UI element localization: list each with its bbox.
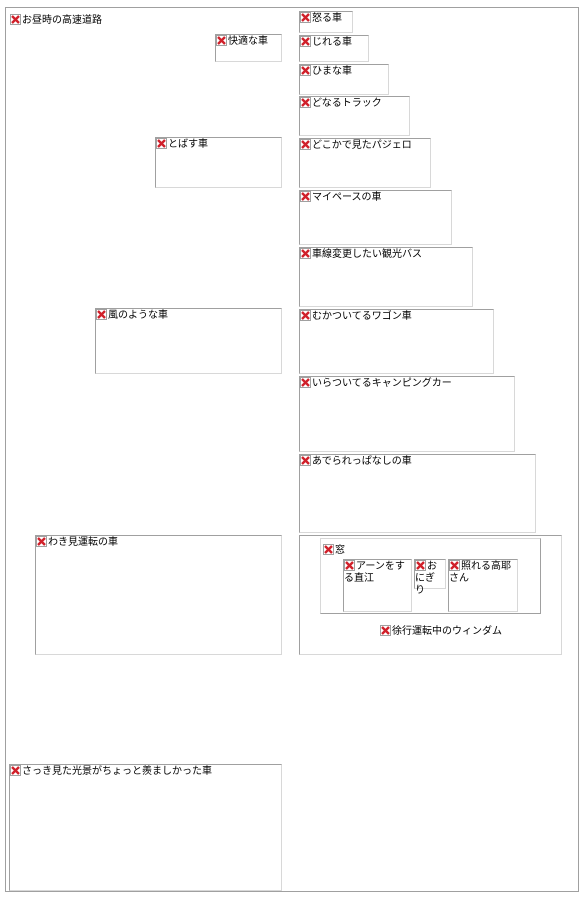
broken-image-icon [300,36,311,47]
broken-image-icon [449,560,460,571]
car-box-sakki: さっき見た光景がちょっと羨ましかった車 [9,764,282,891]
broken-image-icon [156,138,167,149]
broken-image-icon [300,377,311,388]
car-box-pajero: どこかで見たパジェロ [299,138,431,188]
car-box-tobasu: とばす車 [155,137,282,188]
person-box-naoe: アーンをする直江 [343,559,412,612]
car-box-kaiteki: 快適な車 [215,34,282,62]
broken-image-icon [380,625,391,636]
car-box-windom: 窓 アーンをする直江 おにぎり 照れる高耶さん 徐行運転中のウィンダム [299,535,562,655]
broken-image-icon [300,12,311,23]
car-box-wagon: むかついてるワゴン車 [299,309,494,374]
broken-image-icon [300,248,311,259]
broken-image-icon [96,309,107,320]
window-frame: 窓 アーンをする直江 おにぎり 照れる高耶さん [320,538,541,614]
broken-image-icon [415,560,426,571]
broken-image-icon [36,536,47,547]
broken-image-icon [344,560,355,571]
car-box-wakimi: わき見運転の車 [35,535,282,655]
broken-image-icon [300,455,311,466]
car-box-kanko-bus: 車線変更したい観光バス [299,247,473,307]
person-box-takaya: 照れる高耶さん [448,559,518,612]
broken-image-icon [300,97,311,108]
broken-image-icon [10,14,21,25]
broken-image-icon [300,139,311,150]
broken-image-icon [300,310,311,321]
broken-image-icon [216,35,227,46]
broken-image-icon [323,544,334,555]
highway-page: お昼時の高速道路 快適な車 とばす車 風のような車 わき見運転の車 さっき見た光… [5,7,579,892]
car-box-kaze: 風のような車 [95,308,282,374]
person-box-onigiri: おにぎり [414,559,446,596]
car-box-jireru: じれる車 [299,35,369,62]
car-box-okoru: 怒る車 [299,11,353,33]
car-box-camping: いらついてるキャンピングカー [299,376,515,452]
broken-image-icon [300,191,311,202]
broken-image-icon [300,65,311,76]
car-box-mypace: マイペースの車 [299,190,452,245]
windom-caption: 徐行運転中のウィンダム [380,625,502,638]
car-box-donaru: どなるトラック [299,96,410,136]
car-box-hima: ひまな車 [299,64,389,95]
highway-title: お昼時の高速道路 [10,14,102,27]
car-box-aderare: あでられっぱなしの車 [299,454,536,533]
broken-image-icon [10,765,21,776]
